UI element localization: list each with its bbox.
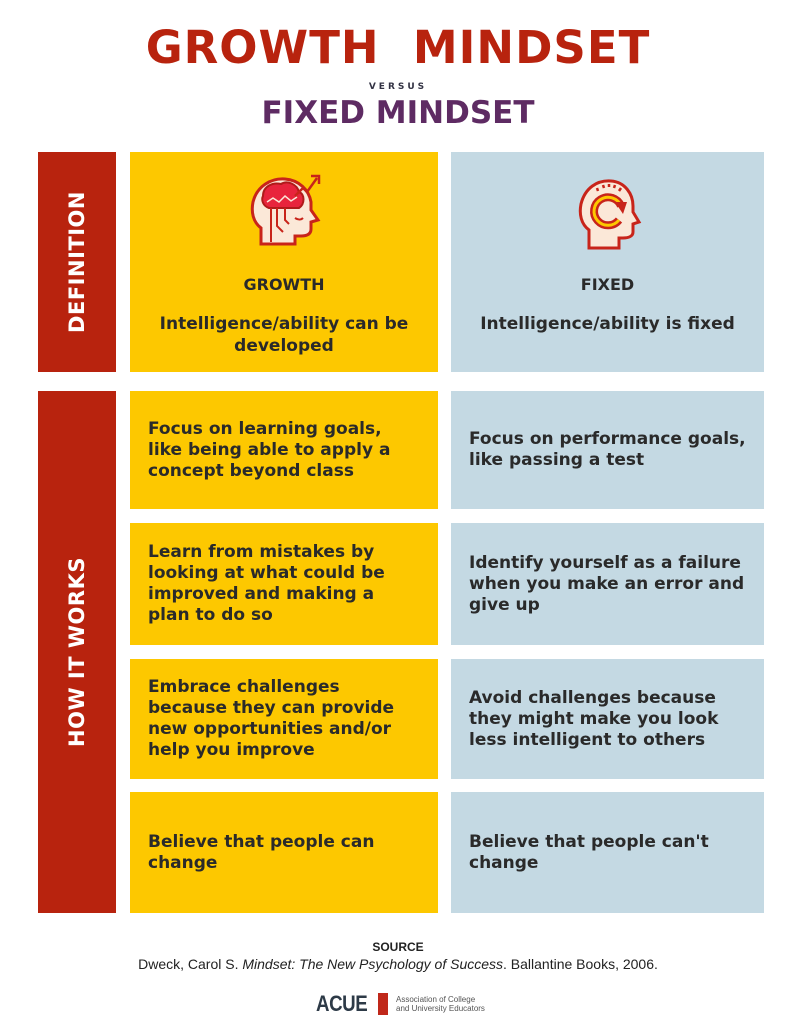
how-it-works-label: HOW IT WORKS: [65, 557, 89, 747]
fixed-cycle-head-icon: [578, 179, 641, 250]
citation-author: Dweck, Carol S.: [138, 956, 243, 972]
growth-brain-head-icon: [250, 174, 321, 246]
source-section: SOURCE Dweck, Carol S. Mindset: The New …: [0, 940, 796, 972]
definition-label: DEFINITION: [65, 191, 90, 333]
source-citation: Dweck, Carol S. Mindset: The New Psychol…: [0, 956, 796, 972]
fixed-row-2-text: Identify yourself as a failure when you …: [469, 552, 745, 615]
fixed-heading: FIXED: [580, 275, 635, 294]
acue-wordmark: ACUE: [316, 991, 368, 1016]
section-label-how-it-works: HOW IT WORKS: [38, 391, 116, 913]
tagline-line-2: and University Educators: [396, 1004, 485, 1013]
growth-row-3-text: Embrace challenges because they can prov…: [148, 677, 395, 760]
definition-growth-card: GROWTH Intelligence/ability can be devel…: [130, 152, 438, 372]
fixed-row-4: Believe that people can't change: [451, 792, 764, 913]
citation-publisher: . Ballantine Books, 2006.: [503, 956, 658, 972]
tagline-line-1: Association of College: [396, 995, 476, 1004]
growth-row-2: Learn from mistakes by looking at what c…: [130, 523, 438, 645]
growth-row-1-text: Focus on learning goals, like being able…: [148, 418, 391, 481]
fixed-row-1-text: Focus on performance goals, like passing…: [469, 429, 746, 470]
section-label-definition: DEFINITION: [38, 152, 116, 372]
fixed-row-3-text: Avoid challenges because they might make…: [469, 687, 719, 750]
source-label: SOURCE: [372, 940, 424, 954]
fixed-row-4-text: Believe that people can't change: [469, 831, 709, 873]
growth-row-4: Believe that people can change: [130, 792, 438, 913]
title-growth-mindset: GROWTH MINDSET: [145, 21, 651, 74]
growth-heading: GROWTH: [243, 275, 325, 294]
fixed-row-1: Focus on performance goals, like passing…: [451, 391, 764, 509]
growth-row-1: Focus on learning goals, like being able…: [130, 391, 438, 509]
title-fixed-mindset: FIXED MINDSET: [261, 95, 535, 131]
fixed-definition-text: Intelligence/ability is fixed: [480, 314, 735, 334]
definition-fixed-card: FIXED Intelligence/ability is fixed: [451, 152, 764, 372]
acue-flag-icon: [378, 993, 388, 1015]
citation-title: Mindset: The New Psychology of Success: [242, 956, 504, 972]
growth-row-2-text: Learn from mistakes by looking at what c…: [148, 542, 385, 625]
growth-row-3: Embrace challenges because they can prov…: [130, 659, 438, 779]
growth-definition-text: Intelligence/ability can be developed: [159, 314, 409, 356]
growth-row-4-text: Believe that people can change: [148, 831, 375, 873]
title-versus: VERSUS: [368, 82, 428, 92]
fixed-row-3: Avoid challenges because they might make…: [451, 659, 764, 779]
fixed-row-2: Identify yourself as a failure when you …: [451, 523, 764, 645]
